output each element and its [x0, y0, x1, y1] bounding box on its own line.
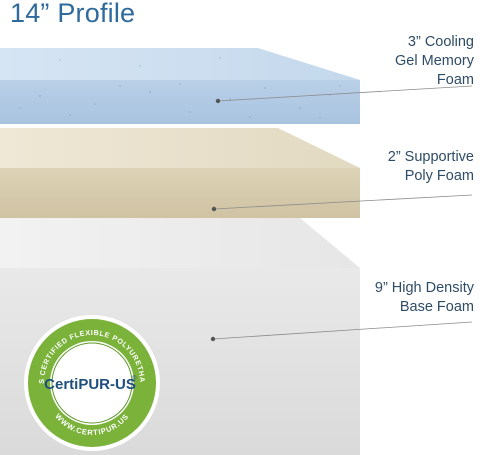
gel-foam-layer — [0, 48, 473, 124]
gel-foam-label: 3” Cooling Gel Memory Foam — [395, 34, 474, 88]
seal-registered-mark: ® — [132, 375, 137, 382]
poly-foam-label: 2” Supportive Poly Foam — [387, 149, 474, 184]
page-title: 14” Profile — [10, 0, 136, 28]
base-foam-label: 9” High Density Base Foam — [374, 280, 474, 315]
certipur-seal-logo: CONTAINS CERTIFIED FLEXIBLE POLYURETHANE… — [22, 313, 160, 451]
seal-brand-text: CertiPUR-US — [44, 376, 136, 393]
poly-foam-layer — [0, 128, 473, 218]
